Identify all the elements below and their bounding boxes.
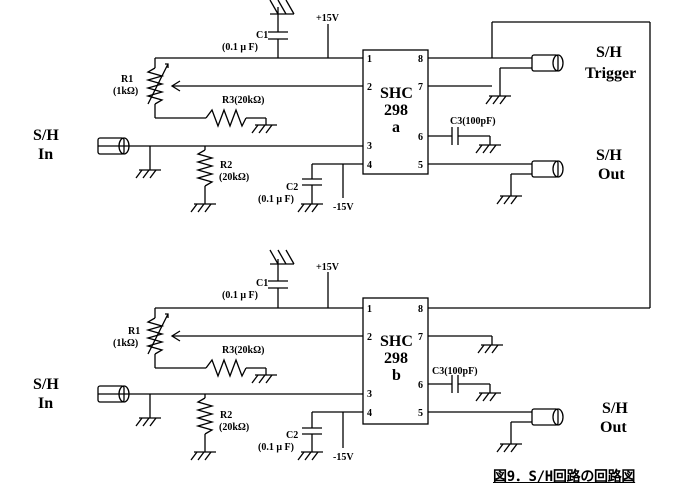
circuit-a-wiring xyxy=(98,0,651,308)
pin-label: 4 xyxy=(367,160,372,171)
pin-label: 6 xyxy=(418,380,423,391)
supply-neg: -15V xyxy=(333,202,354,213)
supply-neg: -15V xyxy=(333,452,354,463)
r1-name: R1 xyxy=(121,74,133,85)
pin-label: 3 xyxy=(367,389,372,400)
trigger-jack-a xyxy=(531,54,564,72)
c1-name: C1 xyxy=(256,278,268,289)
ic-suffix-a: a xyxy=(392,119,400,136)
circuit-a-grounds xyxy=(135,95,523,213)
pin-label: 3 xyxy=(367,141,372,152)
pin-label: 5 xyxy=(418,408,423,419)
circuit-b-grounds xyxy=(135,344,523,461)
r2-value: (20kΩ) xyxy=(219,172,249,183)
r3-label: R3(20kΩ) xyxy=(222,95,264,106)
figure-caption: 図9．S/H回路の回路図 xyxy=(493,469,636,485)
output-label: S/H xyxy=(596,147,622,164)
output-label: Out xyxy=(598,166,625,183)
supply-pos: +15V xyxy=(316,13,340,24)
r3-label: R3(20kΩ) xyxy=(222,345,264,356)
r2-name: R2 xyxy=(220,410,232,421)
pin-label: 8 xyxy=(418,54,423,65)
supply-pos: +15V xyxy=(316,262,340,273)
pin-label: 7 xyxy=(418,82,423,93)
pin-label: 4 xyxy=(367,408,372,419)
output-label: S/H xyxy=(602,400,628,417)
ic-part-b: SHC xyxy=(380,333,413,350)
trigger-label: S/H xyxy=(596,44,622,61)
c1-value: (0.1 μ F) xyxy=(222,42,258,53)
trigger-label: Trigger xyxy=(585,65,636,82)
c3-label: C3(100pF) xyxy=(432,366,478,377)
c1-value: (0.1 μ F) xyxy=(222,290,258,301)
ic-suffix-b: b xyxy=(392,367,401,384)
r2-value: (20kΩ) xyxy=(219,422,249,433)
c2-name: C2 xyxy=(286,430,298,441)
ic-number-b: 298 xyxy=(384,350,408,367)
r1-value: (1kΩ) xyxy=(113,86,138,97)
pin-label: 1 xyxy=(367,54,372,65)
c2-name: C2 xyxy=(286,182,298,193)
c2-value: (0.1 μ F) xyxy=(258,442,294,453)
ic-body-a xyxy=(362,49,429,175)
input-label: S/H xyxy=(33,127,59,144)
c2-value: (0.1 μ F) xyxy=(258,194,294,205)
ic-body-b xyxy=(362,297,429,425)
ic-part-a: SHC xyxy=(380,85,413,102)
ic-number-a: 298 xyxy=(384,102,408,119)
r2-name: R2 xyxy=(220,160,232,171)
c3-label: C3(100pF) xyxy=(450,116,496,127)
output-label: Out xyxy=(600,419,627,436)
c1-name: C1 xyxy=(256,30,268,41)
pin-label: 5 xyxy=(418,160,423,171)
circuit-b-wiring xyxy=(98,249,650,452)
pin-label: 2 xyxy=(367,332,372,343)
input-label: In xyxy=(38,395,53,412)
input-label: In xyxy=(38,146,53,163)
input-label: S/H xyxy=(33,376,59,393)
circuit-b-jacks xyxy=(97,385,564,426)
r1-value: (1kΩ) xyxy=(113,338,138,349)
output-jack-a xyxy=(531,160,564,178)
output-jack-b xyxy=(531,408,564,426)
pin-label: 7 xyxy=(418,332,423,343)
pin-label: 2 xyxy=(367,82,372,93)
r1-name: R1 xyxy=(128,326,140,337)
pin-label: 1 xyxy=(367,304,372,315)
pin-label: 6 xyxy=(418,132,423,143)
pin-label: 8 xyxy=(418,304,423,315)
